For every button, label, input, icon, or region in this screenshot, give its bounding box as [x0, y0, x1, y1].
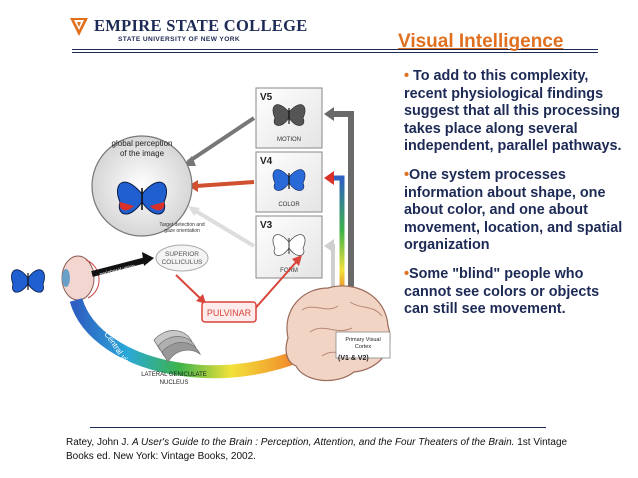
motion-pathway-arrow: [331, 111, 354, 310]
arrowhead-icon: [188, 206, 200, 216]
pulvinar-box: [201, 301, 257, 323]
arrowhead-icon: [292, 255, 302, 266]
eye-icon: [61, 255, 100, 301]
target-detection-line1: Target detection and: [159, 222, 205, 228]
butterfly-motion-icon: [272, 104, 306, 126]
butterfly-form-icon: [272, 234, 306, 256]
org-subtitle: STATE UNIVERSITY OF NEW YORK: [118, 36, 241, 43]
v3-label: V3: [260, 220, 273, 231]
org-name: EMPIRE STATE COLLEGE: [94, 16, 308, 35]
lgn-label-line2: NUCLEUS: [160, 380, 189, 386]
v4-panel: V4 COLOR: [255, 151, 323, 213]
primary-cortex-label-line2: Cortex: [355, 344, 371, 350]
bullet-text: One system processes information about s…: [404, 166, 623, 254]
citation-author: Ratey, John J.: [66, 437, 130, 448]
v5-label: V5: [260, 92, 273, 103]
bullet-marker: •: [404, 166, 410, 183]
bullet-marker: •: [404, 265, 410, 282]
peripheral-vision-path: [91, 257, 147, 277]
pulvinar-to-cortex-arrow: [251, 259, 299, 313]
bullet-marker: •: [404, 68, 414, 84]
bullet-text: Some "blind" people who cannot see color…: [404, 265, 600, 318]
bullet-text: To add to this complexity, recent physio…: [404, 68, 622, 155]
colliculus-to-pulvinar-arrow: [175, 274, 203, 301]
butterfly-stimulus-icon: [11, 269, 45, 293]
color-label: COLOR: [278, 202, 300, 208]
color-to-perception-arrow: [195, 180, 255, 188]
header-divider: [72, 49, 598, 50]
visual-pathways-diagram: V5 MOTION V4 COLOR V3 FORM: [11, 87, 391, 386]
color-arrowhead-icon: [324, 171, 334, 185]
superior-colliculus-label-line1: SUPERIOR: [165, 251, 199, 258]
superior-colliculus-label-line2: COLLICULUS: [162, 259, 203, 266]
citation: Ratey, John J. A User's Guide to the Bra…: [66, 436, 586, 464]
arrowhead-icon: [142, 252, 154, 266]
lgn-label-line1: LATERAL GENICULATE: [141, 372, 207, 378]
v4-label: V4: [260, 156, 273, 167]
arrowhead-icon: [188, 180, 198, 192]
form-to-perception-arrow: [192, 208, 256, 248]
superior-colliculus: [155, 244, 209, 272]
motion-label: MOTION: [277, 137, 301, 143]
primary-cortex-label-line1: Primary Visual: [345, 337, 380, 343]
flame-logo-icon: [70, 18, 88, 36]
global-perception-label-line2: of the image: [120, 149, 165, 158]
color-pathway-arrow: [331, 175, 345, 310]
butterfly-perceived-icon: [116, 181, 168, 215]
motion-arrowhead-icon: [324, 107, 334, 121]
college-logo: EMPIRE STATE COLLEGE STATE UNIVERSITY OF…: [62, 14, 322, 50]
motion-to-perception-arrow: [186, 116, 256, 164]
v3-panel: V3 FORM: [255, 215, 323, 279]
target-detection-line2: gaze orientation: [164, 228, 200, 234]
bullet-item: •Some "blind" people who cannot see colo…: [404, 266, 626, 319]
primary-visual-cortex-box: [335, 331, 391, 359]
form-arrowhead-icon: [324, 239, 334, 253]
v1-v2-label: (V1 & V2): [338, 355, 369, 362]
citation-edition: 1st Vintage Books ed. New York: Vintage …: [66, 437, 568, 462]
footer-divider: [90, 427, 546, 428]
bullet-item: • To add to this complexity, recent phys…: [404, 68, 626, 156]
lateral-geniculate-icon: [153, 330, 201, 363]
header-divider-secondary: [72, 52, 598, 53]
bullet-list: • To add to this complexity, recent phys…: [404, 68, 626, 330]
bullet-item: •One system processes information about …: [404, 167, 626, 255]
global-perception-label-line1: global perception: [112, 139, 173, 148]
citation-book-title: A User's Guide to the Brain : Perception…: [131, 437, 515, 448]
butterfly-color-icon: [272, 169, 306, 191]
global-perception-globe: [91, 135, 193, 237]
slide-title: Visual Intelligence: [398, 31, 564, 52]
pulvinar-label: PULVINAR: [207, 308, 252, 318]
v5-panel: V5 MOTION: [255, 87, 323, 149]
